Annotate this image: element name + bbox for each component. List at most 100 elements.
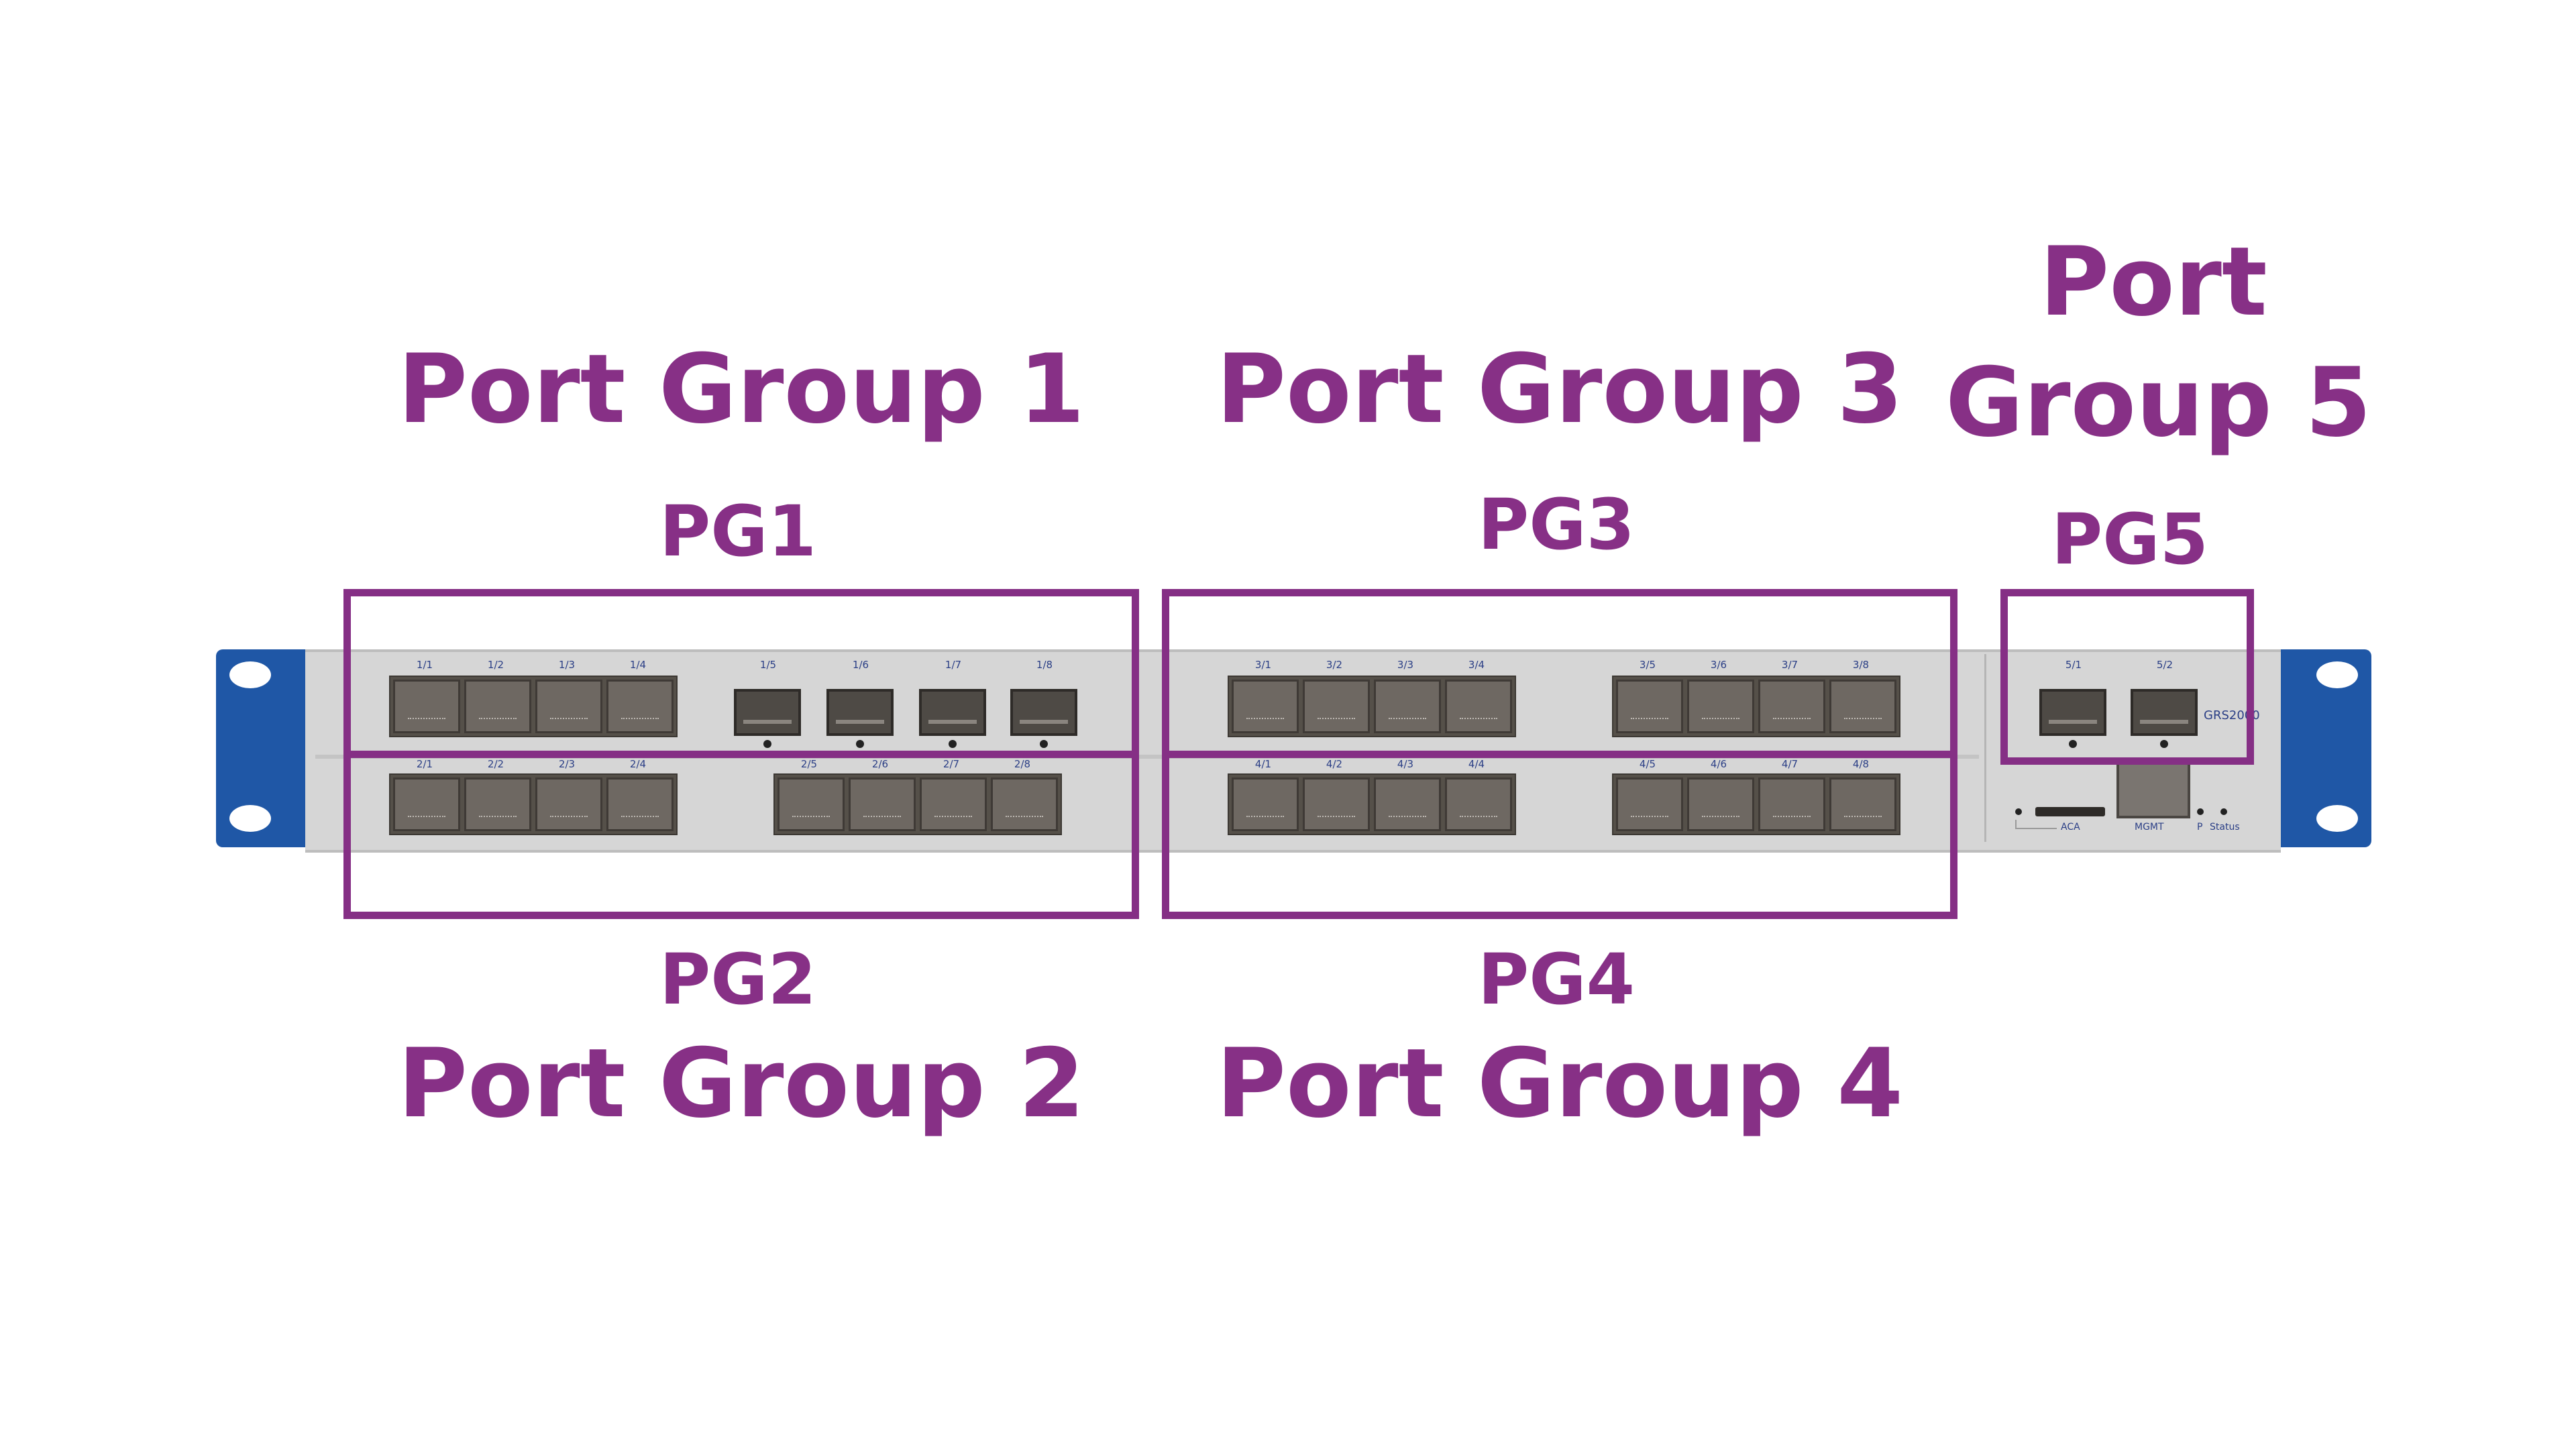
port-label: 1/2 <box>487 659 504 671</box>
port-label: 2/3 <box>558 758 576 770</box>
port-label: 4/2 <box>1326 758 1343 770</box>
port-label: 4/8 <box>1852 758 1870 770</box>
rj45-port[interactable] <box>991 777 1058 831</box>
rj45-port[interactable] <box>464 680 531 733</box>
p-led <box>2197 808 2204 815</box>
rj45-block-3-5-8 <box>1612 676 1900 737</box>
rj45-port[interactable] <box>849 777 916 831</box>
pg5-box <box>2000 589 2254 765</box>
port-label: 4/7 <box>1781 758 1799 770</box>
sfp-led <box>763 740 771 748</box>
port-label: 3/8 <box>1852 659 1870 671</box>
port-label: 4/5 <box>1639 758 1656 770</box>
rj45-port[interactable] <box>393 680 460 733</box>
sfp-port[interactable] <box>1010 689 1077 736</box>
status-label: Status <box>2210 822 2240 833</box>
port-label: 4/4 <box>1468 758 1485 770</box>
port-label: 3/7 <box>1781 659 1799 671</box>
rj45-block-4-5-8 <box>1612 773 1900 835</box>
rj45-port[interactable] <box>1374 680 1441 733</box>
sfp-port[interactable] <box>919 689 986 736</box>
pg1-box <box>343 589 1139 758</box>
port-label: 1/7 <box>945 659 962 671</box>
rj45-port[interactable] <box>1374 777 1441 831</box>
rj45-port[interactable] <box>1303 777 1370 831</box>
aca-slot[interactable] <box>2035 807 2105 816</box>
port-label: 2/5 <box>800 758 818 770</box>
sfp-led <box>1040 740 1048 748</box>
rj45-port[interactable] <box>606 777 674 831</box>
mgmt-port[interactable] <box>2116 761 2190 818</box>
port-label: 3/5 <box>1639 659 1656 671</box>
rj45-port[interactable] <box>1829 680 1896 733</box>
mount-hole <box>229 805 271 832</box>
sfp-port[interactable] <box>826 689 894 736</box>
port-label: 1/1 <box>416 659 433 671</box>
sfp-led <box>856 740 864 748</box>
rj45-port[interactable] <box>535 680 602 733</box>
rj45-port[interactable] <box>393 777 460 831</box>
left-rack-ear <box>216 649 310 847</box>
port-label: 1/5 <box>759 659 777 671</box>
rj45-port[interactable] <box>1758 777 1825 831</box>
rj45-port[interactable] <box>920 777 987 831</box>
pg4-box <box>1162 751 1957 919</box>
port-label: 1/3 <box>558 659 576 671</box>
port-label: 3/3 <box>1397 659 1414 671</box>
rj45-port[interactable] <box>1616 777 1683 831</box>
aca-label: ACA <box>2061 822 2080 833</box>
rj45-port[interactable] <box>1687 680 1754 733</box>
port-label: 3/4 <box>1468 659 1485 671</box>
port-label: 4/6 <box>1710 758 1727 770</box>
pg3-label: PG3 <box>1478 484 1635 566</box>
rj45-port[interactable] <box>1232 777 1299 831</box>
pg2-label: PG2 <box>659 938 816 1020</box>
port-group-4-title: Port Group 4 <box>1216 1028 1904 1139</box>
port-label: 3/1 <box>1254 659 1272 671</box>
mount-hole <box>229 661 271 688</box>
rj45-port[interactable] <box>1687 777 1754 831</box>
rj45-block-4-1-4 <box>1228 773 1516 835</box>
rj45-port[interactable] <box>464 777 531 831</box>
port-label: 1/8 <box>1036 659 1053 671</box>
right-rack-ear <box>2277 649 2371 847</box>
port-group-5-title-line2: Group 5 <box>1945 347 2372 458</box>
port-group-1-title: Port Group 1 <box>397 334 1085 445</box>
sfp-led <box>949 740 957 748</box>
rj45-port[interactable] <box>1232 680 1299 733</box>
rj45-port[interactable] <box>777 777 845 831</box>
port-label: 3/6 <box>1710 659 1727 671</box>
rj45-port[interactable] <box>535 777 602 831</box>
sfp-port[interactable] <box>734 689 801 736</box>
port-label: 2/1 <box>416 758 433 770</box>
port-label: 5/2 <box>2156 659 2174 671</box>
rj45-port[interactable] <box>1445 777 1512 831</box>
mount-hole <box>2316 805 2358 832</box>
mount-hole <box>2316 661 2358 688</box>
port-label: 2/2 <box>487 758 504 770</box>
sfp-port[interactable] <box>2131 689 2198 736</box>
rj45-port[interactable] <box>606 680 674 733</box>
rj45-port[interactable] <box>1445 680 1512 733</box>
port-label: 2/6 <box>871 758 889 770</box>
port-label: 4/1 <box>1254 758 1272 770</box>
p-label: P <box>2197 822 2203 833</box>
port-label: 2/8 <box>1014 758 1031 770</box>
rj45-block-2-5-8 <box>773 773 1062 835</box>
status-led <box>2220 808 2227 815</box>
chassis-divider <box>1984 654 1986 842</box>
sfp-port[interactable] <box>2039 689 2106 736</box>
sfp-led <box>2160 740 2168 748</box>
port-group-2-title: Port Group 2 <box>397 1028 1085 1139</box>
port-label: 2/4 <box>629 758 647 770</box>
rj45-port[interactable] <box>1829 777 1896 831</box>
rj45-port[interactable] <box>1758 680 1825 733</box>
rj45-port[interactable] <box>1616 680 1683 733</box>
pg2-box <box>343 751 1139 919</box>
rj45-block-2-1-4 <box>389 773 678 835</box>
pg1-label: PG1 <box>659 490 816 572</box>
pg3-box <box>1162 589 1957 758</box>
rj45-block-1-1-4 <box>389 676 678 737</box>
rj45-port[interactable] <box>1303 680 1370 733</box>
sfp-led <box>2069 740 2077 748</box>
